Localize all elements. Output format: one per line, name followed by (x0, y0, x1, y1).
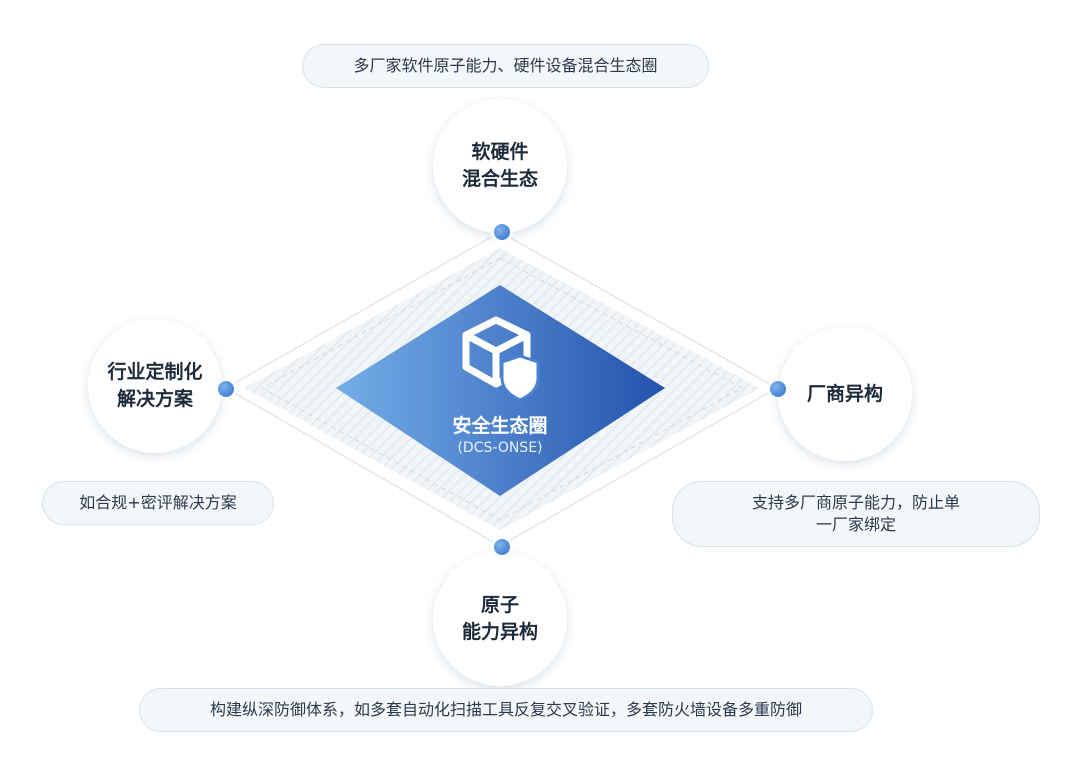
caption-right-line1: 支持多厂商原子能力，防止单 (751, 493, 960, 512)
caption-right: 支持多厂商原子能力，防止单 一厂家绑定 (672, 481, 1040, 547)
caption-left-text: 如合规+密评解决方案 (79, 493, 237, 512)
caption-bottom: 构建纵深防御体系，如多套自动化扫描工具反复交叉验证，多套防火墙设备多重防御 (139, 688, 873, 732)
node-bottom-dot (494, 539, 510, 555)
caption-left: 如合规+密评解决方案 (42, 481, 274, 525)
middle-diamond-border (260, 257, 744, 521)
node-top: 软硬件 混合生态 (433, 99, 567, 233)
node-top-line2: 混合生态 (461, 168, 538, 190)
node-bottom: 原子 能力异构 (433, 552, 567, 686)
node-left: 行业定制化 解决方案 (88, 319, 222, 453)
node-top-line1: 软硬件 (471, 141, 529, 163)
center-subtitle: (DCS-ONSE) (457, 440, 543, 456)
node-right-dot (770, 381, 786, 397)
caption-bottom-text: 构建纵深防御体系，如多套自动化扫描工具反复交叉验证，多套防火墙设备多重防御 (209, 700, 802, 719)
node-bottom-line1: 原子 (480, 594, 519, 616)
shield-icon (500, 354, 540, 402)
node-right: 厂商异构 (778, 327, 912, 461)
center-diamond (336, 285, 665, 496)
caption-top: 多厂家软件原子能力、硬件设备混合生态圈 (302, 44, 709, 88)
caption-right-line2: 一厂家绑定 (815, 515, 896, 534)
node-top-dot (494, 224, 510, 240)
caption-top-text: 多厂家软件原子能力、硬件设备混合生态圈 (353, 56, 658, 75)
node-left-dot (218, 381, 234, 397)
node-bottom-line2: 能力异构 (461, 621, 538, 643)
node-left-line1: 行业定制化 (107, 361, 203, 383)
center-title: 安全生态圈 (452, 415, 548, 437)
node-left-line2: 解决方案 (116, 388, 193, 410)
node-right-line1: 厂商异构 (806, 382, 883, 405)
